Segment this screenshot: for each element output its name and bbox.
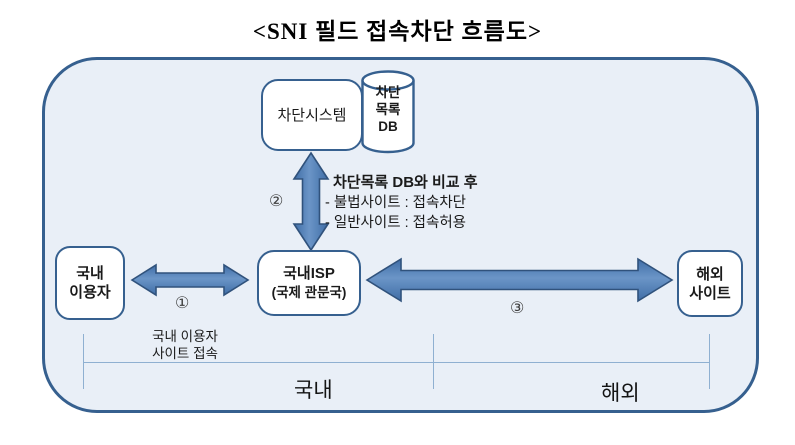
block-list-db-line2: 목록 bbox=[375, 102, 401, 117]
step-1-label: ① bbox=[175, 295, 190, 312]
blocking-system-box: 차단시스템 bbox=[261, 79, 363, 151]
domestic-isp-line2: (국제 관문국) bbox=[271, 285, 347, 300]
region-tick-left bbox=[83, 334, 84, 389]
block-list-db-label: 차단 목록 DB bbox=[361, 84, 415, 135]
access-note-line1: 국내 이용자 bbox=[152, 329, 218, 344]
step-2-label: ② bbox=[269, 193, 284, 210]
domestic-user-box: 국내 이용자 bbox=[55, 246, 125, 320]
block-list-db-cylinder-icon bbox=[361, 70, 415, 154]
domestic-user-line1: 국내 bbox=[76, 265, 104, 282]
step-3-label: ③ bbox=[510, 300, 525, 317]
region-label-overseas: 해외 bbox=[601, 382, 640, 405]
comparison-note-title: 차단목록 DB와 비교 후 bbox=[333, 174, 478, 191]
overseas-site-box: 해외 사이트 bbox=[677, 250, 743, 317]
comparison-note: 차단목록 DB와 비교 후 - 불법사이트 : 접속차단 - 일반사이트 : 접… bbox=[325, 173, 478, 233]
domestic-isp-box: 국내ISP (국제 관문국) bbox=[257, 250, 361, 316]
access-note-line2: 사이트 접속 bbox=[152, 346, 218, 361]
access-note: 국내 이용자 사이트 접속 bbox=[120, 328, 250, 362]
comparison-note-item1: - 불법사이트 : 접속차단 bbox=[325, 195, 467, 211]
region-tick-right bbox=[709, 334, 710, 389]
comparison-note-item2: - 일반사이트 : 접속허용 bbox=[325, 215, 467, 231]
overseas-site-line1: 해외 bbox=[696, 265, 724, 283]
domestic-isp-line1: 국내ISP bbox=[283, 265, 335, 282]
region-guide-line bbox=[83, 362, 710, 363]
region-tick-middle bbox=[433, 334, 434, 389]
block-list-db-line3: DB bbox=[378, 119, 398, 134]
arrow-user-isp bbox=[130, 263, 250, 297]
arrow-isp-overseas bbox=[365, 257, 674, 303]
arrow-isp-blocking-system bbox=[292, 151, 330, 252]
block-list-db-line1: 차단 bbox=[375, 85, 401, 100]
blocking-system-label: 차단시스템 bbox=[277, 106, 347, 124]
overseas-site-line2: 사이트 bbox=[689, 284, 731, 302]
domestic-user-line2: 이용자 bbox=[69, 284, 111, 301]
region-label-domestic: 국내 bbox=[294, 379, 333, 402]
diagram-title: <SNI 필드 접속차단 흐름도> bbox=[252, 19, 543, 44]
